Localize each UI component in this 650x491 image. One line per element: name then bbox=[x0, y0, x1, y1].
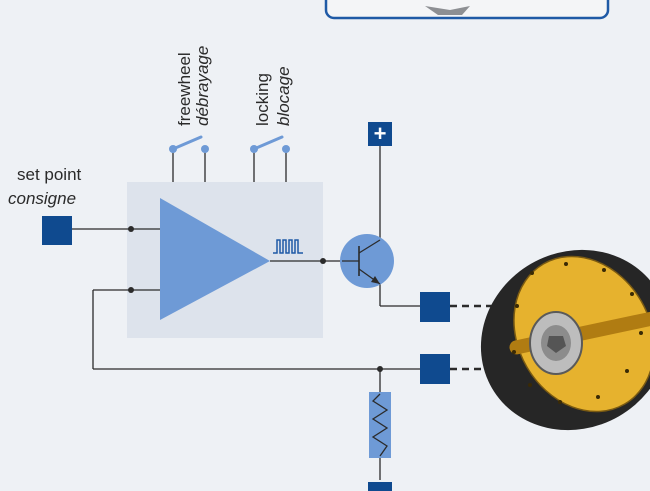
locking-label: locking bbox=[253, 73, 272, 126]
ground-terminal bbox=[368, 482, 392, 491]
setpoint-label: set point bbox=[17, 165, 82, 184]
motor-terminal-1 bbox=[420, 292, 450, 322]
setpoint-label-fr: consigne bbox=[8, 189, 76, 208]
locking-switch-icon bbox=[250, 137, 290, 153]
motor-terminal-2 bbox=[420, 354, 450, 384]
inset-photo bbox=[326, 0, 608, 18]
locking-label-fr: blocage bbox=[274, 66, 293, 126]
resistor-icon bbox=[369, 392, 391, 458]
freewheel-label-fr: débrayage bbox=[193, 46, 212, 126]
hub-motor-wheel-icon bbox=[448, 216, 650, 464]
freewheel-label: freewheel bbox=[175, 52, 194, 126]
npn-transistor-icon bbox=[340, 234, 394, 288]
freewheel-switch-icon bbox=[169, 137, 209, 153]
plus-symbol: + bbox=[374, 121, 387, 146]
setpoint-terminal bbox=[42, 216, 72, 245]
positive-supply-terminal: + bbox=[368, 121, 392, 146]
